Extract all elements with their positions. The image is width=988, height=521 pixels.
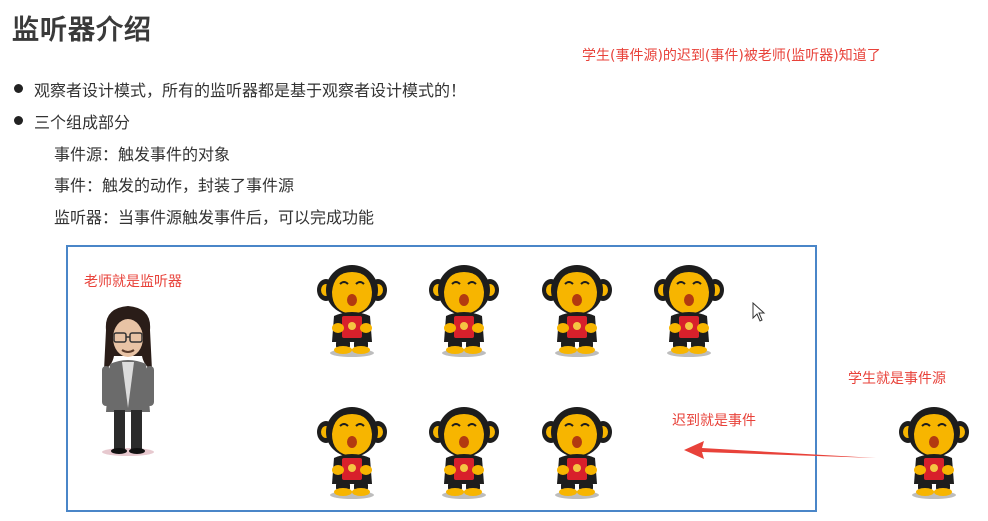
teacher-label: 老师就是监听器 [84, 274, 182, 290]
top-note: 学生(事件源)的迟到(事件)被老师(监听器)知道了 [582, 48, 881, 64]
bullet-dot [14, 116, 23, 125]
bullet-dot [14, 84, 23, 93]
component-event: 事件：触发的动作，封装了事件源 [54, 176, 295, 195]
student-monkey [314, 260, 390, 358]
bullet-observer-pattern: 观察者设计模式，所有的监听器都是基于观察者设计模式的！ [34, 81, 467, 100]
arrow-left-icon [684, 441, 876, 459]
page-title: 监听器介绍 [12, 15, 152, 46]
student-monkey [314, 402, 390, 500]
student-label: 学生就是事件源 [848, 371, 946, 387]
student-monkey [426, 260, 502, 358]
student-monkey [539, 260, 615, 358]
mouse-cursor-icon [752, 302, 766, 322]
late-student-monkey [896, 402, 972, 500]
component-listener: 监听器：当事件源触发事件后，可以完成功能 [54, 208, 375, 227]
student-monkey [539, 402, 615, 500]
component-event-source: 事件源：触发事件的对象 [54, 145, 231, 164]
student-monkey [426, 402, 502, 500]
event-label: 迟到就是事件 [672, 413, 756, 429]
illustration-frame [66, 245, 817, 512]
student-monkey [651, 260, 727, 358]
bullet-three-parts: 三个组成部分 [34, 113, 131, 132]
teacher-illustration [102, 306, 154, 456]
